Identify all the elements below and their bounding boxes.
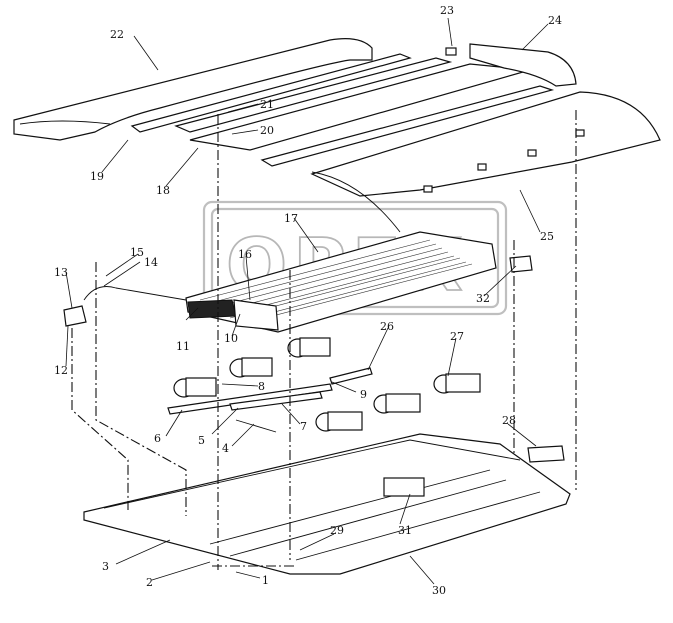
- label-part-23: 23: [440, 4, 454, 17]
- rod-4: [235, 419, 277, 433]
- strip-20: [174, 57, 453, 133]
- label-part-21: 21: [260, 98, 274, 111]
- clip-23: [445, 47, 457, 56]
- bracket-13: [63, 305, 87, 327]
- end-cover-24: [469, 43, 577, 87]
- label-part-17: 17: [284, 212, 298, 225]
- label-part-32: 32: [476, 292, 490, 305]
- label-part-2: 2: [146, 576, 153, 589]
- strip-21: [260, 85, 555, 167]
- label-part-7: 7: [300, 420, 307, 433]
- label-part-1: 1: [262, 574, 269, 587]
- label-part-9: 9: [360, 388, 367, 401]
- block-28: [527, 445, 565, 463]
- bar-6: [167, 383, 333, 415]
- label-part-13: 13: [54, 266, 68, 279]
- label-part-22: 22: [110, 28, 124, 41]
- label-part-26: 26: [380, 320, 394, 333]
- fan-row-upper: [173, 337, 331, 398]
- label-part-18: 18: [156, 184, 170, 197]
- label-part-30: 30: [432, 584, 446, 597]
- fan-row-lower: [315, 373, 481, 432]
- centerline-left: [71, 328, 129, 510]
- label-part-8: 8: [258, 380, 265, 393]
- label-part-3: 3: [102, 560, 109, 573]
- label-part-29: 29: [330, 524, 344, 537]
- centerline-left-2: [95, 262, 187, 516]
- base-frame-3: [83, 433, 571, 575]
- label-part-6: 6: [154, 432, 161, 445]
- label-part-25: 25: [540, 230, 554, 243]
- label-part-16: 16: [238, 248, 252, 261]
- label-part-12: 12: [54, 364, 68, 377]
- label-part-24: 24: [548, 14, 562, 27]
- label-part-10: 10: [224, 332, 238, 345]
- leader-lines: [65, 17, 549, 585]
- label-part-15: 15: [130, 246, 144, 259]
- label-part-11: 11: [176, 340, 190, 353]
- bar-26: [329, 367, 373, 385]
- label-part-20: 20: [260, 124, 274, 137]
- label-part-28: 28: [502, 414, 516, 427]
- roof-cover-left: [13, 38, 373, 141]
- strip-19: [130, 53, 412, 133]
- fan-unit-10: [187, 299, 279, 331]
- label-part-31: 31: [398, 524, 412, 537]
- label-part-14: 14: [144, 256, 158, 269]
- pipe-14: [83, 286, 187, 301]
- label-part-4: 4: [222, 442, 229, 455]
- part-labels: 1 2 3 4 5 6 7 8 9 10 11 12 13 14 15 16 1…: [54, 4, 562, 597]
- label-part-27: 27: [450, 330, 464, 343]
- roof-cover-right: [310, 91, 661, 197]
- label-part-19: 19: [90, 170, 104, 183]
- clip-32: [509, 255, 533, 273]
- label-part-5: 5: [198, 434, 205, 447]
